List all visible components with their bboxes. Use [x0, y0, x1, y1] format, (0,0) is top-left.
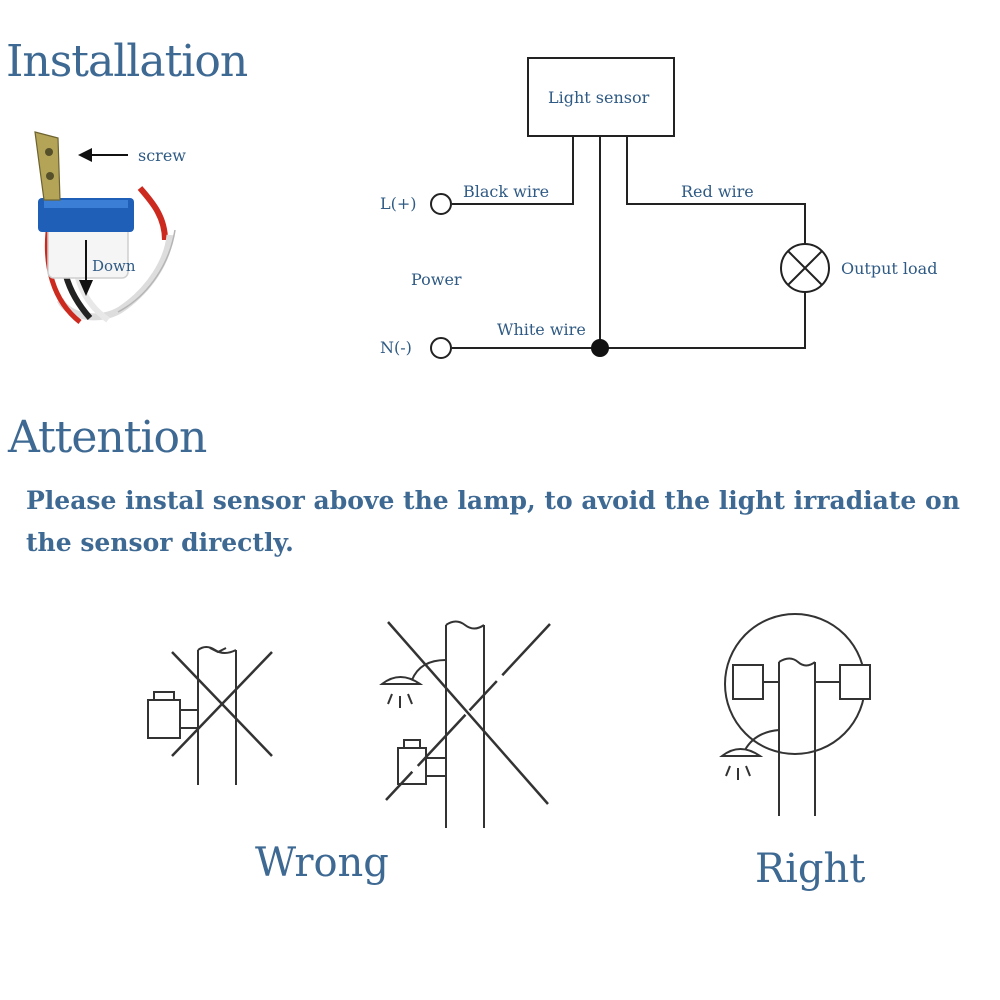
wiring-schematic	[430, 57, 830, 359]
mounting-bracket	[34, 131, 61, 201]
attention-text: Please instal sensor above the lamp, to …	[26, 486, 960, 557]
down-label: Down	[92, 257, 136, 275]
black-wire-label: Black wire	[463, 182, 549, 201]
white-wire-label: White wire	[497, 320, 586, 339]
attention-heading: Attention	[8, 412, 207, 463]
lamp-head-right	[719, 748, 764, 757]
l-terminal-label: L(+)	[380, 194, 417, 213]
wrong-label: Wrong	[255, 840, 389, 886]
n-terminal	[430, 337, 452, 359]
lamp-arm-right	[744, 729, 780, 751]
installation-heading: Installation	[6, 36, 248, 87]
white-wire-photo	[56, 234, 174, 321]
l-terminal	[430, 193, 452, 215]
screw-label: screw	[138, 146, 186, 165]
neutral-line	[452, 292, 806, 349]
wrong-example-below-lamp	[379, 620, 551, 828]
output-load-label: Output load	[841, 259, 937, 278]
lamp-head	[379, 676, 424, 685]
sensor-left	[732, 664, 764, 700]
sensor-right	[839, 664, 871, 700]
right-label: Right	[755, 846, 866, 892]
photocell-sensor-illustration: screw Down	[34, 131, 186, 324]
wrong-example-side-mount	[147, 646, 273, 785]
red-wire-line	[626, 136, 806, 245]
black-wire-line	[452, 136, 574, 205]
red-wire-label: Red wire	[681, 182, 754, 201]
power-label: Power	[411, 270, 462, 289]
red-wire-photo	[137, 186, 168, 241]
right-example-above-lamp	[719, 613, 871, 816]
sensor-label: Light sensor	[548, 88, 650, 107]
n-terminal-label: N(-)	[380, 338, 412, 357]
junction-dot	[591, 339, 609, 357]
